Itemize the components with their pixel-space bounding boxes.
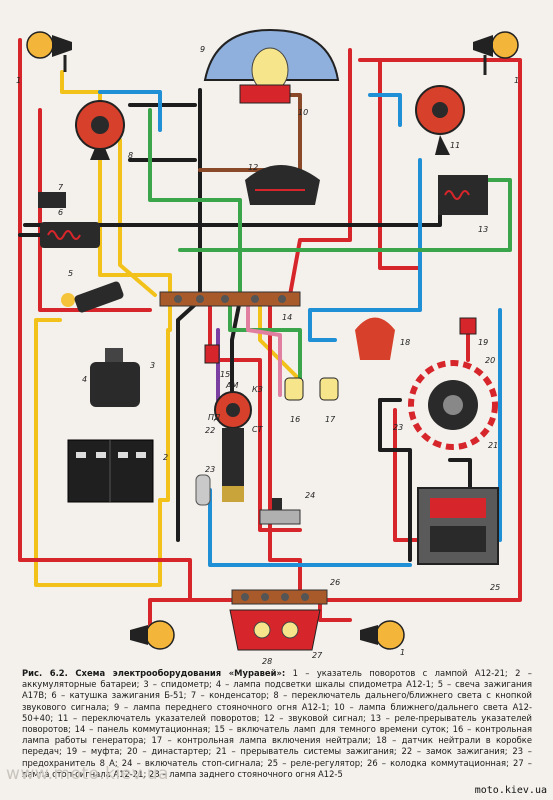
turn-indicator-front-right	[473, 31, 519, 75]
flasher-relay	[438, 175, 488, 215]
figure-caption: Рис. 6.2. Схема электрооборудования «Мур…	[22, 668, 532, 780]
condenser	[38, 192, 66, 208]
lock-label-am: АМ	[225, 381, 238, 390]
wire-black	[176, 88, 202, 542]
spark-plug	[61, 281, 124, 313]
wire-red	[318, 58, 522, 602]
dynastarter	[408, 360, 498, 450]
wire-red	[208, 298, 302, 532]
label-28: 28	[262, 657, 272, 665]
label-6: 6	[58, 208, 63, 217]
batteries	[67, 439, 154, 503]
label-15: 15	[220, 370, 230, 379]
wire-blue	[208, 488, 412, 567]
wire-black	[378, 398, 412, 562]
terminal-panel	[159, 291, 301, 307]
wire-red	[38, 108, 152, 312]
label-27: 27	[312, 651, 323, 660]
watermark: www.moto.kiev.ua	[6, 764, 170, 784]
site-url[interactable]: moto.kiev.ua	[474, 785, 547, 796]
headlight	[203, 28, 340, 104]
label-23: 23	[393, 423, 403, 432]
lock-label-st: СТ	[252, 425, 264, 434]
wire-black	[230, 298, 242, 402]
wire-blue	[308, 158, 422, 342]
wiring-diagram: 1 1 1 1 2 3 4 5 6 7 8 9 10 11 12 13 14 1…	[16, 28, 522, 665]
wire-blue	[368, 93, 402, 127]
rear-lamp	[229, 609, 321, 651]
label-17: 17	[325, 415, 336, 424]
component-labels: 1 1 1 1 2 3 4 5 6 7 8 9 10 11 12 13 14 1…	[16, 45, 519, 665]
label-21: 21	[488, 441, 498, 450]
dipper-switch	[75, 100, 125, 160]
wire-red	[288, 48, 352, 297]
wire-black	[448, 458, 472, 502]
wire-green	[148, 108, 242, 302]
turn-indicator-front-left	[26, 31, 72, 72]
wire-red	[378, 60, 420, 270]
relay-regulator	[417, 487, 499, 565]
label-10: 10	[298, 108, 308, 117]
ignition-lock	[214, 391, 252, 502]
label-3: 3	[150, 361, 155, 370]
wire-red	[268, 298, 302, 597]
caption-body: 1 – указатель поворотов с лампой А12-21;…	[22, 668, 532, 779]
horn	[245, 165, 320, 205]
label-4: 4	[82, 375, 87, 384]
label-16: 16	[290, 415, 300, 424]
label-8: 8	[128, 151, 133, 160]
ignition-coil	[40, 222, 100, 248]
label-1: 1	[138, 633, 143, 642]
wire-red	[148, 598, 192, 627]
wire-yellow	[118, 138, 157, 297]
wire-yellow	[258, 300, 302, 382]
label-5: 5	[68, 269, 73, 278]
label-20: 20	[485, 356, 495, 365]
lock-label-pd: ПД	[208, 413, 220, 422]
neutral-control-lamp	[319, 377, 339, 401]
wire-red	[318, 598, 352, 622]
label-24: 24	[305, 491, 315, 500]
label-12: 12	[248, 163, 258, 172]
wire-brown	[198, 93, 302, 172]
wire-red	[18, 38, 242, 602]
label-19: 19	[478, 338, 488, 347]
light-switch	[204, 344, 220, 364]
connector-coupling	[459, 317, 477, 335]
label-23: 23	[205, 465, 215, 474]
label-11: 11	[450, 141, 460, 150]
label-2: 2	[163, 453, 168, 462]
label-18: 18	[400, 338, 410, 347]
label-9: 9	[200, 45, 205, 54]
generator-control-lamp	[284, 377, 304, 401]
lock-label-k3: КЗ	[252, 385, 263, 394]
speedometer	[90, 348, 140, 407]
caption-title: Рис. 6.2. Схема электрооборудования «Мур…	[22, 668, 286, 678]
turn-signal-switch	[415, 85, 465, 155]
label-14: 14	[282, 313, 292, 322]
neutral-sensor	[355, 317, 395, 360]
commutation-block	[231, 589, 328, 605]
label-25: 25	[490, 583, 500, 592]
wire-green	[178, 178, 512, 252]
wire-blue	[98, 90, 162, 132]
stop-light-switch	[259, 498, 301, 525]
wire-pink	[246, 298, 282, 397]
turn-indicator-rear-right	[360, 620, 405, 650]
fuse-8a	[195, 474, 211, 506]
label-13: 13	[478, 225, 488, 234]
turn-indicator-rear-left	[130, 620, 175, 650]
label-22: 22	[205, 426, 215, 435]
label-26: 26	[330, 578, 340, 587]
wire-green	[228, 298, 302, 382]
label-1: 1	[16, 76, 21, 85]
label-1: 1	[400, 648, 405, 657]
label-1: 1	[514, 76, 519, 85]
label-7: 7	[58, 183, 64, 192]
